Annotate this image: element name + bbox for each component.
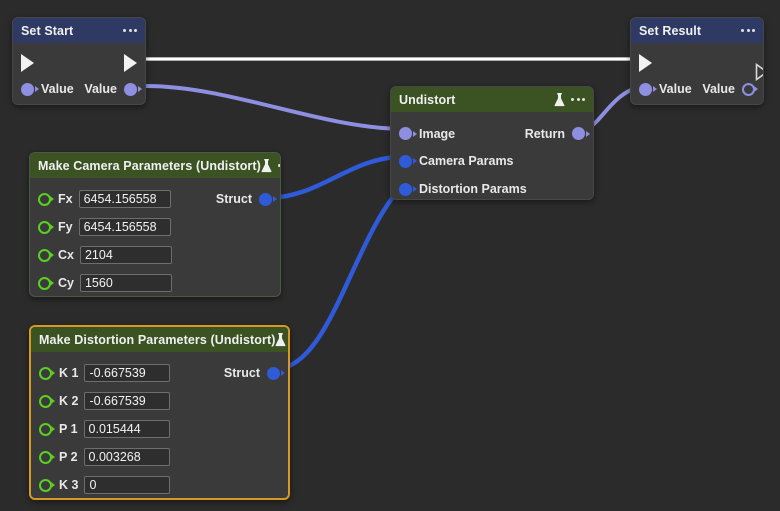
field-input-k2[interactable]: -0.667539 — [84, 392, 171, 410]
undistort-row-distortion-params: Distortion Params — [391, 175, 593, 199]
port-camera-params-in[interactable] — [399, 154, 412, 168]
exec-row — [631, 49, 763, 81]
value-row: Value Value — [13, 77, 145, 101]
node-title: Undistort — [399, 92, 456, 107]
field-label-cy: Cy — [58, 276, 74, 290]
field-label-fy: Fy — [58, 220, 73, 234]
exec-in-triangle-icon[interactable] — [639, 54, 652, 72]
port-fx-in[interactable] — [38, 192, 51, 206]
field-row-k1: K 1 -0.667539 Struct — [31, 359, 288, 387]
field-label-p1: P 1 — [59, 422, 78, 436]
ellipsis-icon[interactable] — [741, 29, 755, 32]
flask-icon — [275, 332, 286, 347]
node-body: Image Return Camera Params Distortion Pa… — [391, 112, 593, 199]
node-body: Value Value — [13, 43, 145, 104]
output-label-struct: Struct — [223, 366, 260, 380]
input-label: Value — [659, 82, 692, 96]
field-label-cx: Cx — [58, 248, 74, 262]
node-set-start[interactable]: Set Start Value Value — [12, 17, 146, 105]
node-make-distortion-parameters[interactable]: Make Distortion Parameters (Undistort) K… — [29, 325, 290, 500]
node-body: Value Value — [631, 43, 763, 104]
flask-icon — [554, 92, 565, 107]
port-k1-in[interactable] — [39, 366, 52, 380]
output-label: Value — [84, 82, 117, 96]
node-body: K 1 -0.667539 Struct K 2 -0.667539 P 1 0… — [31, 352, 288, 498]
ellipsis-icon[interactable] — [571, 98, 585, 101]
port-value-in[interactable] — [639, 82, 652, 96]
field-label-fx: Fx — [58, 192, 73, 206]
field-input-fy[interactable]: 6454.156558 — [78, 218, 171, 236]
field-label-k2: K 2 — [59, 394, 79, 408]
port-cy-in[interactable] — [38, 276, 51, 290]
wire-data-setstart-to-undistort-image — [144, 84, 404, 131]
field-input-fx[interactable]: 6454.156558 — [78, 190, 171, 208]
flask-icon — [261, 158, 272, 173]
port-fy-in[interactable] — [38, 220, 51, 234]
node-header[interactable]: Make Camera Parameters (Undistort) — [30, 153, 280, 178]
node-title: Make Camera Parameters (Undistort) — [38, 158, 261, 173]
value-row: Value Value — [631, 77, 763, 101]
field-input-cy[interactable]: 1560 — [79, 274, 172, 292]
field-row-fy: Fy 6454.156558 — [30, 213, 280, 241]
field-row-cy: Cy 1560 — [30, 269, 280, 296]
node-header[interactable]: Set Start — [13, 18, 145, 43]
port-value-out[interactable] — [742, 82, 755, 96]
port-image-in[interactable] — [399, 127, 412, 140]
exec-row — [13, 49, 145, 77]
output-label: Value — [702, 82, 735, 96]
port-value-out[interactable] — [124, 82, 137, 96]
exec-out-triangle-icon[interactable] — [124, 54, 137, 72]
node-header[interactable]: Undistort — [391, 87, 593, 112]
port-value-in[interactable] — [21, 82, 34, 96]
field-row-fx: Fx 6454.156558 Struct — [30, 185, 280, 213]
input-label-distortion-params: Distortion Params — [419, 182, 527, 196]
node-set-result[interactable]: Set Result Value Value — [630, 17, 764, 105]
port-p2-in[interactable] — [39, 450, 52, 464]
node-title: Set Start — [21, 23, 74, 38]
ellipsis-icon[interactable] — [277, 164, 280, 167]
node-header[interactable]: Make Distortion Parameters (Undistort) — [31, 327, 288, 352]
node-undistort[interactable]: Undistort Image Return Camera Params Dis… — [390, 86, 594, 200]
field-row-p2: P 2 0.003268 — [31, 443, 288, 471]
input-label: Value — [41, 82, 74, 96]
port-struct-out[interactable] — [259, 192, 272, 206]
port-struct-out[interactable] — [267, 366, 280, 380]
field-input-cx[interactable]: 2104 — [79, 246, 172, 264]
input-label-camera-params: Camera Params — [419, 154, 514, 168]
field-input-p1[interactable]: 0.015444 — [83, 420, 170, 438]
ellipsis-icon[interactable] — [123, 29, 137, 32]
port-k3-in[interactable] — [39, 478, 52, 492]
node-header[interactable]: Set Result — [631, 18, 763, 43]
output-label-struct: Struct — [215, 192, 252, 206]
input-label-image: Image — [419, 126, 456, 141]
field-input-p2[interactable]: 0.003268 — [83, 448, 170, 466]
field-input-k1[interactable]: -0.667539 — [84, 364, 171, 382]
port-k2-in[interactable] — [39, 394, 52, 408]
field-row-p1: P 1 0.015444 — [31, 415, 288, 443]
field-input-k3[interactable]: 0 — [84, 476, 171, 494]
port-return-out[interactable] — [572, 127, 585, 140]
field-row-cx: Cx 2104 — [30, 241, 280, 269]
field-label-k3: K 3 — [59, 478, 79, 492]
wire-struct-camera-to-undistort — [264, 154, 405, 201]
port-distortion-params-in[interactable] — [399, 182, 412, 196]
field-label-k1: K 1 — [59, 366, 79, 380]
exec-in-triangle-icon[interactable] — [21, 54, 34, 72]
port-cx-in[interactable] — [38, 248, 51, 262]
node-body: Fx 6454.156558 Struct Fy 6454.156558 Cx … — [30, 178, 280, 296]
undistort-row-camera-params: Camera Params — [391, 147, 593, 175]
node-make-camera-parameters[interactable]: Make Camera Parameters (Undistort) Fx 64… — [29, 152, 281, 297]
port-p1-in[interactable] — [39, 422, 52, 436]
field-label-p2: P 2 — [59, 450, 78, 464]
field-row-k3: K 3 0 — [31, 471, 288, 498]
node-title: Make Distortion Parameters (Undistort) — [39, 332, 276, 347]
undistort-row-image: Image Return — [391, 120, 593, 147]
field-row-k2: K 2 -0.667539 — [31, 387, 288, 415]
wire-struct-distortion-to-undistort — [272, 183, 405, 372]
node-title: Set Result — [639, 23, 702, 38]
output-label-return: Return — [524, 126, 565, 141]
